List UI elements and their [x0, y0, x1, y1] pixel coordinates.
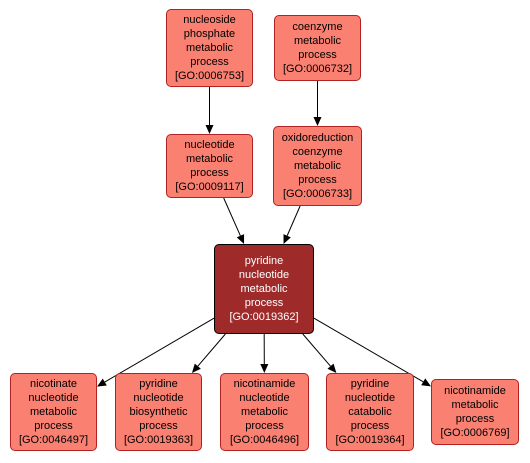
arrowhead: [260, 363, 269, 373]
term-name-line: process: [244, 297, 284, 309]
arrowhead: [327, 363, 337, 373]
term-name-line: metabolic: [240, 283, 288, 295]
go-id-label: [GO:0009117]: [175, 181, 244, 193]
go-id-label: [GO:0046496]: [229, 434, 300, 446]
go-id-label: [GO:0006769]: [440, 427, 510, 439]
term-name-line: metabolic: [240, 406, 289, 418]
go-term-node[interactable]: nucleotide metabolic process [GO:0009117]: [166, 134, 253, 198]
go-id-label: [GO:0006733]: [282, 188, 353, 200]
term-name-line: process: [298, 49, 337, 61]
go-term-node[interactable]: pyridine nucleotide catabolic process [GO:00…: [326, 373, 414, 451]
term-name-line: nucleotide: [238, 269, 290, 281]
term-name-line: metabolic: [451, 399, 499, 411]
term-name-line: process: [139, 420, 178, 432]
term-name-line: catabolic: [348, 406, 392, 418]
go-id-label: [GO:0019362]: [229, 311, 299, 323]
term-name-line: nucleoside: [183, 14, 236, 26]
arrowhead: [421, 378, 431, 387]
arrowhead: [283, 234, 291, 244]
arrowhead: [236, 234, 245, 244]
go-term-node[interactable]: nucleoside phosphate metabolic process [GO:0…: [166, 9, 253, 87]
term-name-line: process: [34, 420, 73, 432]
term-name-line: biosynthetic: [129, 406, 188, 418]
term-name-line: metabolic: [293, 160, 342, 172]
edge-line: [104, 317, 215, 383]
term-name-line: process: [245, 420, 284, 432]
term-name-line: metabolic: [185, 42, 234, 54]
arrowhead: [205, 125, 214, 134]
term-name-line: nucleotide: [184, 139, 235, 151]
term-name-line: metabolic: [29, 406, 78, 418]
go-term-node[interactable]: nicotinate nucleotide metabolic process [GO:…: [10, 373, 97, 451]
term-name-line: coenzyme: [292, 146, 343, 158]
term-name-line: oxidoreduction: [281, 132, 354, 144]
term-name-line: pyridine: [350, 378, 390, 390]
go-term-node[interactable]: pyridine nucleotide metabolic process [GO:00…: [214, 244, 314, 334]
go-id-label: [GO:0019364]: [335, 434, 405, 446]
term-name-line: nicotinamide: [233, 378, 296, 390]
go-term-node[interactable]: coenzyme metabolic process [GO:0006732]: [274, 15, 361, 81]
term-name-line: pyridine: [139, 378, 178, 390]
term-name-line: process: [190, 56, 229, 68]
term-name-line: coenzyme: [292, 21, 343, 33]
term-name-line: pyridine: [244, 255, 284, 267]
go-term-node[interactable]: oxidoreduction coenzyme metabolic process [G…: [273, 126, 362, 206]
edge-line: [197, 333, 226, 367]
go-term-node[interactable]: nicotinamide nucleotide metabolic process [G…: [220, 373, 309, 451]
term-name-line: nucleotide: [28, 392, 79, 404]
term-name-line: metabolic: [185, 153, 234, 165]
term-name-line: phosphate: [183, 28, 236, 40]
term-name-line: metabolic: [293, 35, 342, 47]
go-id-label: [GO:0046497]: [18, 434, 89, 446]
arrowhead: [313, 117, 322, 126]
edge-line: [302, 333, 331, 367]
arrowhead: [191, 363, 201, 373]
term-name-line: process: [455, 413, 495, 425]
edge-line: [223, 197, 241, 236]
go-id-label: [GO:0019363]: [123, 434, 194, 446]
term-name-line: process: [298, 174, 337, 186]
term-name-line: process: [190, 167, 229, 179]
edge-line: [286, 205, 301, 236]
term-name-line: nicotinate: [29, 378, 78, 390]
arrowhead: [97, 378, 107, 387]
term-name-line: nucleotide: [133, 392, 184, 404]
term-name-line: nucleotide: [239, 392, 290, 404]
go-term-node[interactable]: nicotinamide metabolic process [GO:0006769]: [431, 379, 519, 445]
term-name-line: process: [350, 420, 390, 432]
term-name-line: nicotinamide: [444, 385, 506, 397]
go-id-label: [GO:0006753]: [174, 70, 245, 82]
go-term-node[interactable]: pyridine nucleotide biosynthetic process [GO…: [115, 373, 202, 451]
go-id-label: [GO:0006732]: [282, 63, 353, 75]
edge-line: [313, 317, 424, 383]
term-name-line: nucleotide: [344, 392, 396, 404]
